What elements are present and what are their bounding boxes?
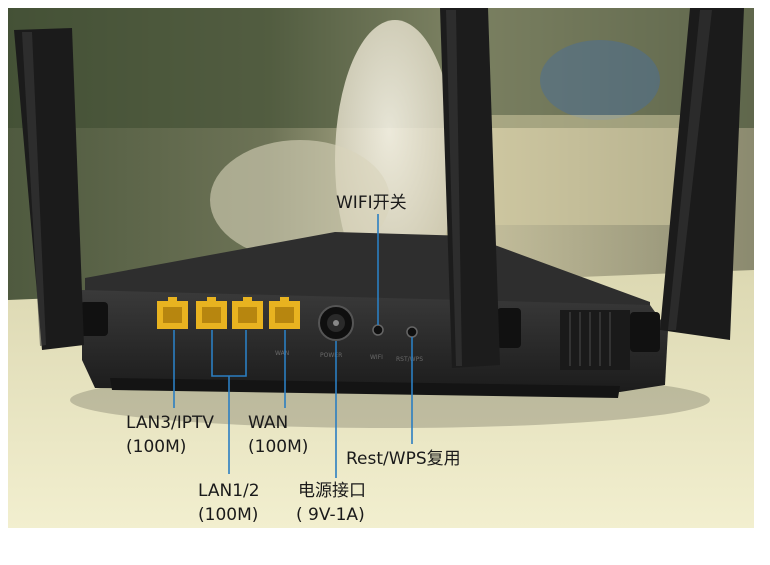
panel-mark-wan: WAN <box>275 350 289 357</box>
power-jack <box>318 305 354 341</box>
router-body <box>70 232 710 428</box>
label-reset-wps: Rest/WPS复用 <box>346 449 461 469</box>
label-lan12-speed: (100M) <box>198 505 259 525</box>
port-wan <box>269 297 300 329</box>
wifi-switch-button <box>372 324 384 336</box>
port-lan1 <box>232 297 263 329</box>
label-wan-speed: (100M) <box>248 437 309 457</box>
label-wan: WAN <box>248 413 289 433</box>
panel-mark-wifi: WIFI <box>370 354 383 361</box>
ethernet-ports <box>157 297 300 329</box>
label-wifi-switch: WIFI开关 <box>336 193 407 213</box>
leader-lines <box>173 214 413 478</box>
label-power-spec: ( 9V-1A) <box>296 505 365 525</box>
label-lan12: LAN1/2 <box>198 481 260 501</box>
antennas <box>14 8 744 368</box>
port-lan2 <box>196 297 227 329</box>
label-lan3-iptv: LAN3/IPTV <box>126 413 215 433</box>
label-lan3-speed: (100M) <box>126 437 187 457</box>
panel-mark-power: POWER <box>320 352 342 359</box>
reset-wps-button <box>406 326 418 338</box>
port-lan3 <box>157 297 188 329</box>
panel-mark-reset: RST/WPS <box>396 356 423 363</box>
label-power-port: 电源接口 <box>298 481 366 501</box>
